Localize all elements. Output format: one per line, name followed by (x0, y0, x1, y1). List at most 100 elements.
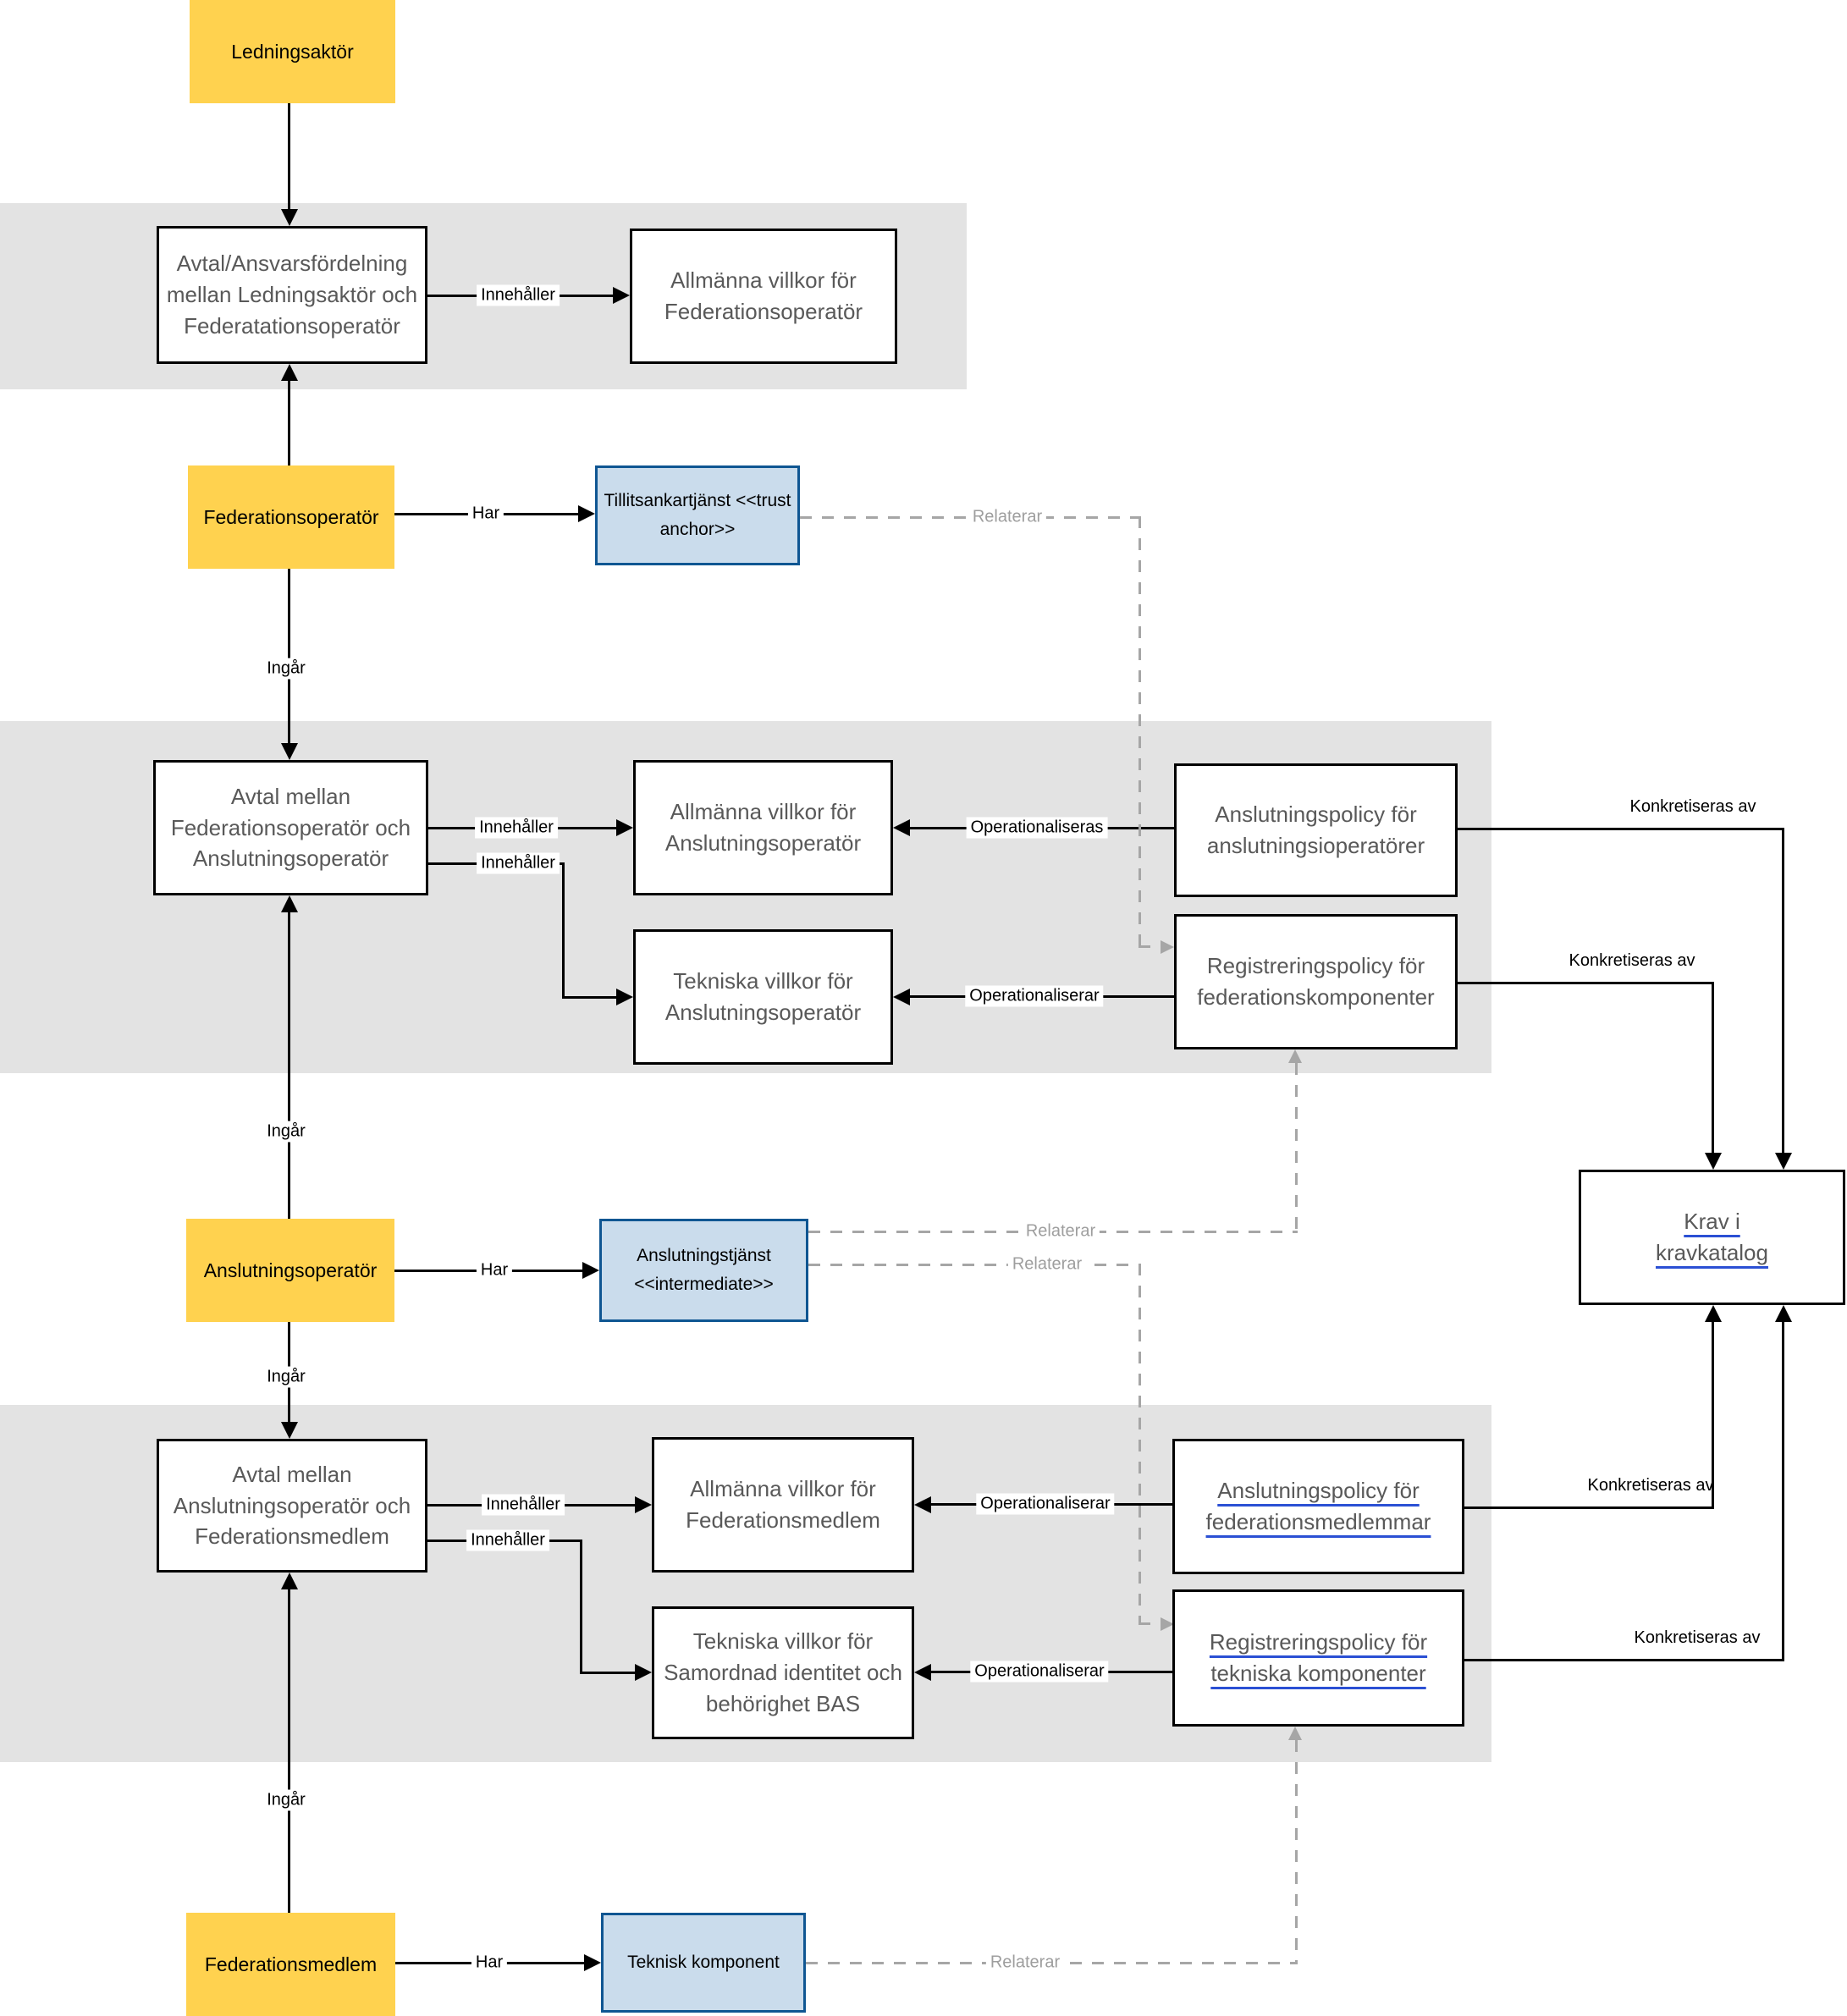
connector-konkretiseras-3 (1464, 1506, 1714, 1509)
node-allmanna-villkor-federationsmedlem: Allmänna villkor för Federationsmedlem (652, 1437, 914, 1573)
node-anslutningspolicy-federationsmedlemmar[interactable]: Anslutningspolicy för federationsmedlemm… (1172, 1439, 1464, 1574)
arrowhead-left (914, 1496, 931, 1513)
arrowhead-up (281, 364, 298, 381)
node-ledningsaktor: Ledningsaktör (190, 0, 395, 103)
node-label: Ledningsaktör (231, 40, 354, 63)
arrowhead-left (914, 1664, 931, 1681)
arrowhead-right (613, 287, 630, 304)
arrowhead-right (616, 989, 633, 1005)
node-avtal-ledningsaktor-federationsoperator: Avtal/Ansvarsfördelning mellan Ledningsa… (157, 226, 427, 364)
dashed-relaterar-trustanchor (1139, 516, 1141, 947)
edge-label-har: Har (471, 1952, 508, 1974)
arrowhead-up (1775, 1305, 1792, 1322)
arrowhead-down (281, 209, 298, 226)
edge-label-ingar: Ingår (262, 658, 310, 680)
node-label: Avtal mellan Federationsoperatör och Ans… (170, 783, 411, 872)
connector-konkretiseras-1 (1782, 828, 1784, 1153)
node-label: Registreringspolicy för federationskompo… (1197, 953, 1435, 1010)
edge-label-konkretiseras-av: Konkretiseras av (1569, 951, 1695, 970)
edge-label-innehaller: Innehåller (477, 284, 560, 306)
edge-label-ingar: Ingår (262, 1121, 310, 1143)
connector-ledningsaktor-avtal (288, 103, 290, 209)
arrowhead-right (635, 1664, 652, 1681)
dashed-relaterar-tekniskkomponent (1295, 1740, 1298, 1964)
anslutningspolicy-link[interactable]: Anslutningspolicy för federationsmedlemm… (1205, 1478, 1431, 1534)
edge-label-innehaller: Innehåller (466, 1529, 549, 1551)
connector-konkretiseras-2 (1458, 982, 1714, 984)
arrowhead-right (584, 1954, 601, 1971)
connector-konkretiseras-3 (1712, 1322, 1714, 1508)
arrowhead-up (1705, 1305, 1722, 1322)
node-anslutningstjanst: Anslutningstjänst <<intermediate>> (599, 1219, 808, 1322)
node-label: Federationsoperatör (203, 505, 379, 528)
node-label: Avtal/Ansvarsfördelning mellan Ledningsa… (166, 251, 418, 339)
arrowhead-right (578, 505, 595, 522)
node-allmanna-villkor-federationsoperator: Allmänna villkor för Federationsoperatör (630, 229, 897, 364)
arrowhead-left (893, 819, 910, 836)
node-label: Tekniska villkor för Anslutningsoperatör (664, 968, 862, 1025)
node-label: Avtal mellan Anslutningsoperatör och Fed… (173, 1461, 411, 1550)
edge-label-ingar: Ingår (262, 1789, 310, 1811)
arrowhead-right (616, 819, 633, 836)
connector-anslutningsoperator-avtal2 (288, 912, 290, 1219)
gray-arrowhead-right (1161, 940, 1174, 954)
arrowhead-right (582, 1262, 599, 1279)
node-label: Federationsmedlem (204, 1953, 378, 1975)
gray-arrowhead-up (1288, 1727, 1302, 1740)
dashed-relaterar-trustanchor (1139, 945, 1162, 948)
node-registreringspolicy-tekniska-komponenter[interactable]: Registreringspolicy för tekniska kompone… (1172, 1589, 1464, 1727)
node-label: Allmänna villkor för Federationsmedlem (686, 1476, 880, 1533)
node-krav-i-kravkatalog[interactable]: Krav i kravkatalog (1579, 1170, 1845, 1305)
arrowhead-down (1775, 1153, 1792, 1170)
edge-label-relaterar: Relaterar (985, 1952, 1065, 1974)
krav-kravkatalog-link[interactable]: Krav i kravkatalog (1656, 1209, 1768, 1265)
node-anslutningspolicy-anslutningsoperatorer: Anslutningspolicy för anslutningsioperat… (1174, 763, 1458, 897)
node-label: Tekniska villkor för Samordnad identitet… (664, 1628, 902, 1716)
connector-innehaller-2b (562, 996, 616, 999)
arrowhead-down (281, 743, 298, 760)
node-anslutningsoperator: Anslutningsoperatör (186, 1219, 394, 1322)
edge-label-operationaliserar: Operationaliserar (965, 985, 1104, 1007)
arrowhead-left (893, 989, 910, 1005)
connector-federationsoperator-avtal2 (288, 569, 290, 743)
connector-konkretiseras-4 (1464, 1659, 1784, 1661)
arrowhead-up (281, 895, 298, 912)
arrowhead-down (1705, 1153, 1722, 1170)
edge-label-konkretiseras-av: Konkretiseras av (1587, 1476, 1714, 1495)
node-label: Anslutningspolicy för anslutningsioperat… (1206, 801, 1425, 858)
edge-label-operationaliserar: Operationaliserar (970, 1661, 1109, 1683)
edge-label-har: Har (467, 503, 504, 525)
connector-federationsmedlem-avtal3 (288, 1589, 290, 1913)
connector-konkretiseras-4 (1782, 1322, 1784, 1661)
registreringspolicy-link[interactable]: Registreringspolicy för tekniska kompone… (1209, 1629, 1428, 1686)
edge-label-relaterar: Relaterar (968, 506, 1047, 528)
node-label: Anslutningsoperatör (203, 1259, 378, 1281)
node-label: Allmänna villkor för Federationsoperatör (664, 267, 863, 324)
dashed-relaterar-anslutningstjanst-upp (1295, 1063, 1298, 1232)
node-tekniska-villkor-anslutningsoperator: Tekniska villkor för Anslutningsoperatör (633, 929, 893, 1065)
edge-label-konkretiseras-av: Konkretiseras av (1629, 797, 1756, 816)
connector-innehaller-3b (580, 1540, 582, 1674)
connector-federationsoperator-avtal1 (288, 381, 290, 465)
node-tillitsankartjanst: Tillitsankartjänst <<trust anchor>> (595, 465, 800, 565)
edge-label-innehaller: Innehåller (482, 1494, 565, 1516)
edge-label-innehaller: Innehåller (475, 817, 558, 839)
node-tekniska-villkor-bas: Tekniska villkor för Samordnad identitet… (652, 1606, 914, 1739)
node-label: Tillitsankartjänst <<trust anchor>> (604, 491, 791, 539)
arrowhead-right (635, 1496, 652, 1513)
gray-arrowhead-right (1161, 1617, 1174, 1631)
connector-innehaller-3b (580, 1672, 635, 1674)
dashed-relaterar-anslutningstjanst-ned (1139, 1622, 1162, 1625)
arrowhead-down (281, 1422, 298, 1439)
edge-label-operationaliserar: Operationaliserar (976, 1493, 1115, 1515)
node-avtal-anslutningsoperator-federationsmedlem: Avtal mellan Anslutningsoperatör och Fed… (157, 1439, 427, 1573)
node-teknisk-komponent: Teknisk komponent (601, 1913, 806, 2013)
node-registreringspolicy-federationskomponenter: Registreringspolicy för federationskompo… (1174, 914, 1458, 1049)
dashed-relaterar-anslutningstjanst-ned (1139, 1264, 1141, 1624)
edge-label-har: Har (476, 1259, 513, 1281)
node-federationsoperator: Federationsoperatör (188, 465, 394, 569)
edge-label-ingar: Ingår (262, 1366, 310, 1388)
edge-label-relaterar: Relaterar (1021, 1220, 1100, 1242)
dashed-relaterar-anslutningstjanst-ned (808, 1264, 1141, 1266)
